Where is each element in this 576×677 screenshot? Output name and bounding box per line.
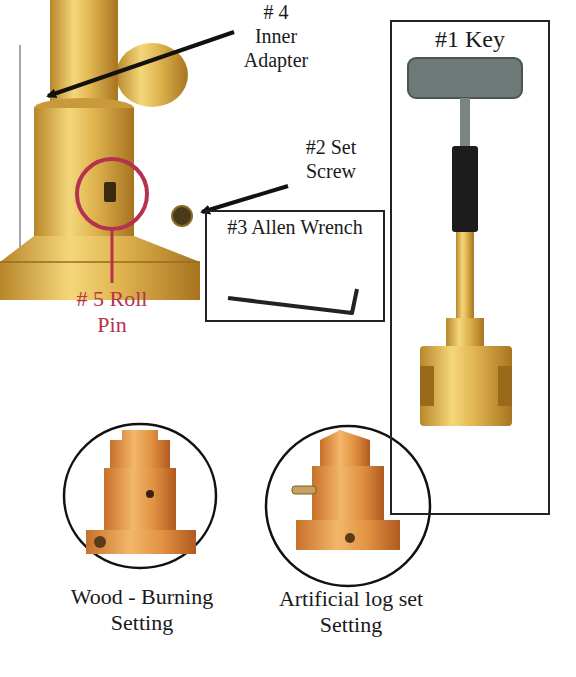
photo-ring — [266, 426, 430, 586]
box-title: #3 Allen Wrench — [207, 212, 383, 239]
callout-number: # 4 Inner Adapter — [240, 0, 312, 72]
caption: Artificial log set Setting — [262, 586, 440, 639]
key-handle — [408, 58, 522, 98]
key-shaft — [460, 98, 470, 146]
allen-wrench — [228, 289, 357, 313]
photo-ring — [64, 424, 216, 568]
valve-stem — [456, 232, 474, 322]
leader-line — [111, 229, 114, 283]
pin-hole — [104, 182, 116, 202]
callout-number: # 5 Roll Pin — [70, 286, 154, 339]
callout-number: #2 Set Screw — [292, 135, 370, 183]
box-title: #1 Key — [392, 22, 548, 53]
leader-arrow — [202, 186, 288, 212]
caption: Wood - Burning Setting — [58, 584, 226, 637]
key-sleeve — [452, 146, 478, 232]
part-box: #1 Key — [390, 20, 550, 515]
part-box: #3 Allen Wrench — [205, 210, 385, 322]
leader-arrow — [48, 32, 234, 96]
valve-neck — [446, 318, 484, 348]
highlight-circle — [77, 159, 147, 229]
valve-body — [420, 346, 512, 426]
set-screw — [172, 206, 192, 226]
